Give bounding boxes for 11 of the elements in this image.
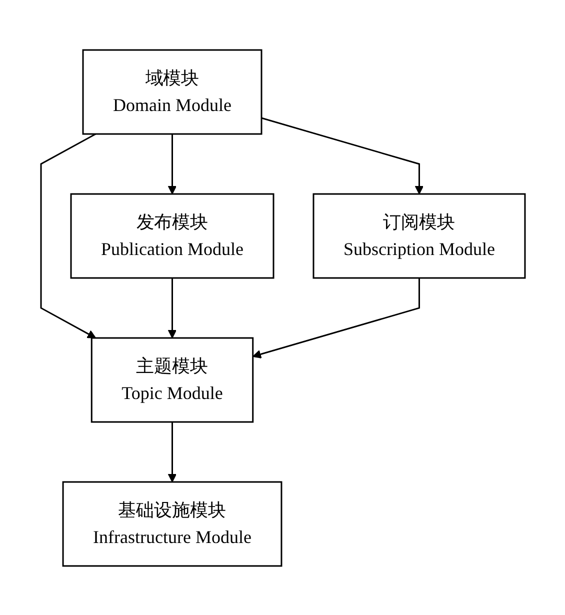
arrow	[167, 134, 176, 194]
node-box: 主题模块 Topic Module	[90, 336, 254, 422]
node-box: 域模块 Domain Module	[82, 48, 262, 134]
node-box: 发布模块 Publication Module	[70, 192, 274, 278]
arrow	[167, 422, 176, 482]
arrow	[167, 278, 176, 338]
arrow	[252, 278, 420, 358]
node-box: 基础设施模块 Infrastructure Module	[62, 480, 282, 566]
arrow	[40, 132, 96, 338]
node-box: 订阅模块 Subscription Module	[312, 192, 526, 278]
arrow	[260, 116, 424, 194]
